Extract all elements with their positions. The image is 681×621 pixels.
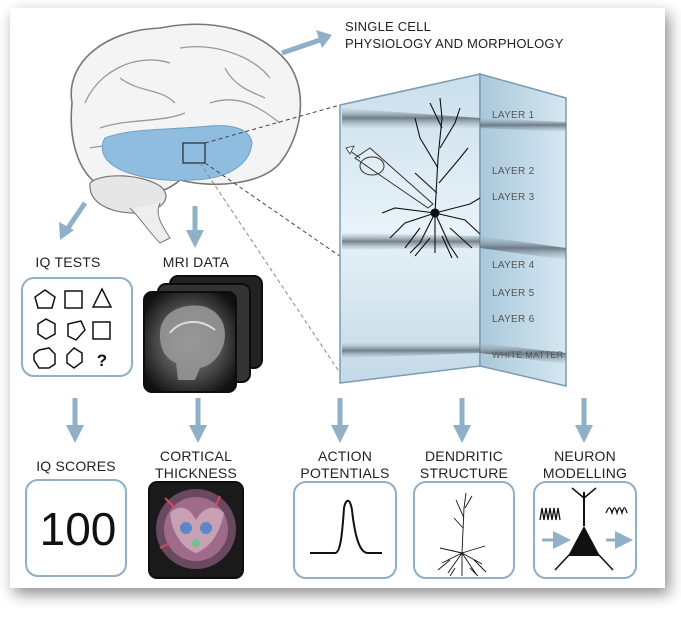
action-line-2: POTENTIALS <box>300 465 390 481</box>
layer-4-label: LAYER 4 <box>492 260 535 271</box>
cortical-line-2: THICKNESS <box>155 465 237 481</box>
iq-score-value: 100 <box>39 503 117 555</box>
neuron-line-1: NEURON <box>554 448 616 464</box>
action-potential-box <box>293 481 397 579</box>
mri-data-label: MRI DATA <box>162 254 230 270</box>
dendritic-line-2: STRUCTURE <box>419 465 509 481</box>
cortical-line-1: CORTICAL <box>159 448 233 464</box>
iq-tests-label: IQ TESTS <box>35 254 101 270</box>
single-cell-line-1: SINGLE CELL <box>345 19 432 34</box>
dendritic-line-1: DENDRITIC <box>424 448 504 464</box>
layer-5-label: LAYER 5 <box>492 288 535 299</box>
cortical-thickness-label: CORTICAL THICKNESS <box>146 448 246 482</box>
neuron-line-2: MODELLING <box>542 465 628 481</box>
projection-lines <box>199 104 481 374</box>
action-line-1: ACTION <box>317 448 373 464</box>
single-cell-label: SINGLE CELL PHYSIOLOGY AND MORPHOLOGY <box>345 18 564 52</box>
white-matter-label: WHITE MATTER <box>492 350 564 360</box>
cortical-thickness-image <box>148 481 244 579</box>
single-cell-line-2: PHYSIOLOGY AND MORPHOLOGY <box>345 36 564 51</box>
layer-3-label: LAYER 3 <box>492 192 535 203</box>
recording-electrode <box>345 145 434 209</box>
iq-tests-panel: ? <box>21 277 133 377</box>
figure-art: ? <box>21 23 637 579</box>
flow-arrows <box>59 30 593 443</box>
pyramidal-neuron <box>381 97 481 259</box>
layer-2-label: LAYER 2 <box>492 166 535 177</box>
mri-stack <box>143 275 263 393</box>
brain-illustration <box>70 23 302 244</box>
iq-score-value-wrap: 100 <box>26 480 130 580</box>
layer-1-label: LAYER 1 <box>492 110 535 121</box>
iq-scores-box <box>25 479 127 577</box>
neuron-modelling-label: NEURON MODELLING <box>532 448 638 482</box>
dendritic-structure-box <box>413 481 515 579</box>
dendritic-structure-label: DENDRITIC STRUCTURE <box>410 448 518 482</box>
iq-question-mark: ? <box>97 351 107 370</box>
figure-frame: ? <box>10 8 665 588</box>
iq-scores-label: IQ SCORES <box>36 458 116 474</box>
layer-6-label: LAYER 6 <box>492 314 535 325</box>
neuron-modelling-box <box>533 481 637 579</box>
action-potentials-label: ACTION POTENTIALS <box>294 448 396 482</box>
